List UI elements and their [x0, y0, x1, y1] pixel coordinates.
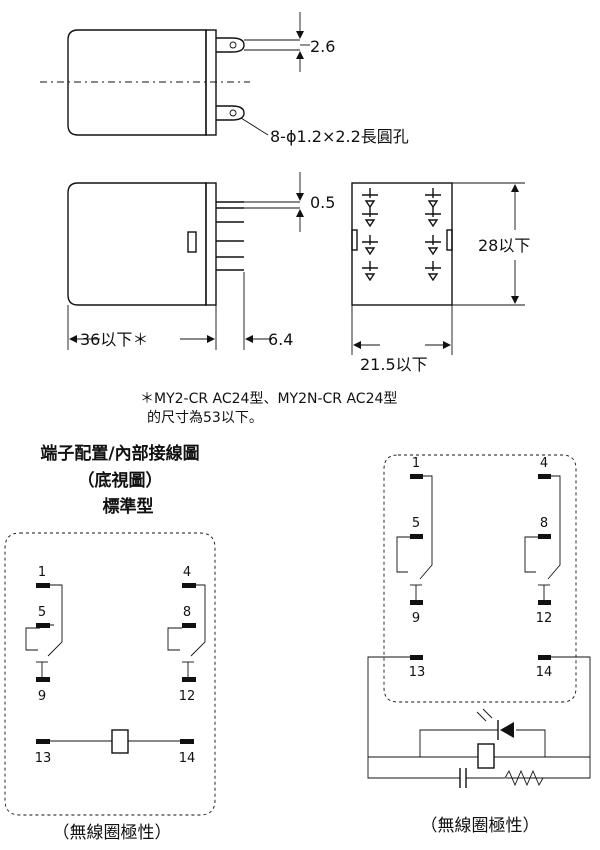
- right-pin-13: 13: [409, 665, 426, 680]
- wiring-title: 端子配置/內部接線圖: [40, 443, 199, 464]
- right-pin-1: 1: [412, 456, 420, 471]
- right-wiring-diagram: [367, 454, 591, 788]
- hole-spec-label: 8-ϕ1.2×2.2長圓孔: [270, 127, 409, 146]
- left-pin-13: 13: [35, 751, 52, 766]
- left-pin-1: 1: [38, 565, 46, 580]
- top-view-drawing: [40, 12, 310, 136]
- wiring-subtitle: （底視圖）: [78, 470, 163, 491]
- height-label: 28以下: [478, 236, 530, 255]
- terminal-offset-label: 0.5: [310, 193, 335, 212]
- right-pin-5: 5: [412, 516, 420, 531]
- left-wiring-diagram: [4, 532, 216, 816]
- terminal-thickness-label: 2.6: [310, 37, 335, 56]
- right-pin-9: 9: [412, 611, 420, 626]
- right-pin-12: 12: [536, 611, 553, 626]
- left-pin-4: 4: [183, 565, 191, 580]
- pin-length-label: 6.4: [268, 330, 293, 349]
- left-caption: （無線圈極性）: [53, 823, 172, 843]
- left-pin-14: 14: [179, 751, 196, 766]
- depth-label: 36以下＊: [80, 330, 148, 349]
- right-caption: （無線圈極性）: [421, 816, 540, 836]
- left-pin-9: 9: [38, 689, 46, 704]
- right-pin-8: 8: [540, 516, 548, 531]
- left-pin-5: 5: [38, 605, 46, 620]
- right-pin-14: 14: [536, 665, 553, 680]
- wiring-type: 標準型: [103, 496, 154, 517]
- bottom-view-drawing: [351, 182, 525, 355]
- left-pin-12: 12: [179, 689, 196, 704]
- width-label: 21.5以下: [360, 355, 428, 374]
- footnote-line-2: 的尺寸為53以下。: [147, 410, 263, 426]
- side-view-drawing: [67, 172, 304, 350]
- footnote-line-1: ＊MY2-CR AC24型、MY2N-CR AC24型: [140, 391, 397, 407]
- right-pin-4: 4: [540, 456, 548, 471]
- left-pin-8: 8: [183, 605, 191, 620]
